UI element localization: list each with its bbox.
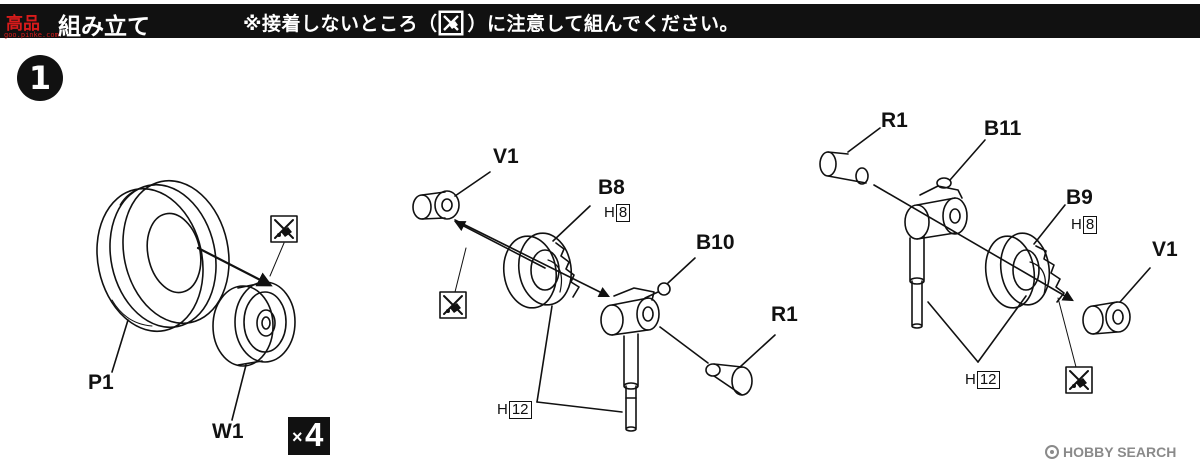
note-suffix: ）に注意して組んでください。 (467, 13, 739, 35)
label-p1: P1 (88, 371, 114, 394)
credit-text: HOBBY SEARCH (1063, 444, 1177, 460)
no-glue-icon (270, 215, 298, 243)
label-v1-right: V1 (1152, 238, 1178, 261)
r1-left-leader (739, 334, 776, 368)
axis-line-left-2 (659, 326, 709, 364)
header-bar: 組み立て ※接着しないところ（ ）に注意して組んでください。 (0, 4, 1200, 40)
quantity-badge: × 4 (288, 416, 330, 455)
wheel-w1-part (212, 281, 296, 367)
axis-line-right (873, 184, 1074, 302)
noglue-leader (269, 242, 285, 277)
noglue-left-leader (454, 247, 467, 293)
instruction-note: ※接着しないところ（ ）に注意して組んでください。 (243, 9, 739, 36)
noglue-right-leader (1057, 297, 1077, 368)
h12-left-leader-b (536, 401, 623, 413)
credit-watermark: HOBBY SEARCH (1045, 444, 1176, 460)
spindle-b10-part (600, 282, 671, 432)
b10-leader (667, 257, 696, 284)
label-r1-right: R1 (881, 109, 908, 132)
watermark-logo: 高品 goo.pinke.com (2, 4, 62, 40)
no-glue-icon-left (439, 291, 467, 319)
p1-leader (111, 319, 129, 373)
watermark-url: goo.pinke.com (4, 31, 59, 39)
h12-right-leader-b (977, 295, 1027, 363)
cap-v1-right-part (1082, 301, 1131, 335)
step-number-badge: 1 (17, 55, 63, 101)
label-v1-left: V1 (493, 145, 519, 168)
label-w1: W1 (212, 420, 244, 443)
cap-v1-left-part (412, 190, 460, 220)
v1-left-arrow (454, 220, 546, 269)
no-glue-icon-right (1065, 366, 1093, 394)
b8-leader (552, 205, 591, 242)
r1-right-leader (847, 127, 881, 153)
axis-line-left (454, 219, 611, 298)
p1-arrow (196, 246, 273, 287)
label-b10: B10 (696, 231, 735, 254)
label-b11: B11 (984, 117, 1022, 140)
brake-b9-part (984, 232, 1065, 309)
pin-r1-right-part (819, 151, 869, 185)
label-b9: B9 (1066, 186, 1093, 209)
w1-leader (231, 364, 247, 421)
hobby-search-logo-icon (1045, 445, 1059, 459)
label-b8: B8 (598, 176, 625, 199)
b9-leader (1033, 204, 1066, 245)
note-prefix: ※接着しないところ（ (243, 13, 438, 35)
v1-left-leader (454, 171, 491, 197)
brake-b8-part (502, 232, 580, 309)
spindle-b11-part (904, 177, 968, 329)
watermark-text: 高品 (6, 14, 40, 34)
tire-p1-part (96, 179, 230, 333)
quantity-mult: × (292, 427, 303, 447)
h12-left-leader-a (536, 305, 553, 403)
no-glue-icon (438, 10, 464, 36)
b11-leader (949, 139, 986, 181)
quantity-count: 4 (305, 416, 324, 453)
v1-right-leader (1119, 267, 1151, 303)
pin-r1-left-part (705, 363, 753, 396)
section-title: 組み立て (58, 14, 150, 40)
label-r1-left: R1 (771, 303, 798, 326)
h12-right-leader-a (927, 301, 979, 363)
